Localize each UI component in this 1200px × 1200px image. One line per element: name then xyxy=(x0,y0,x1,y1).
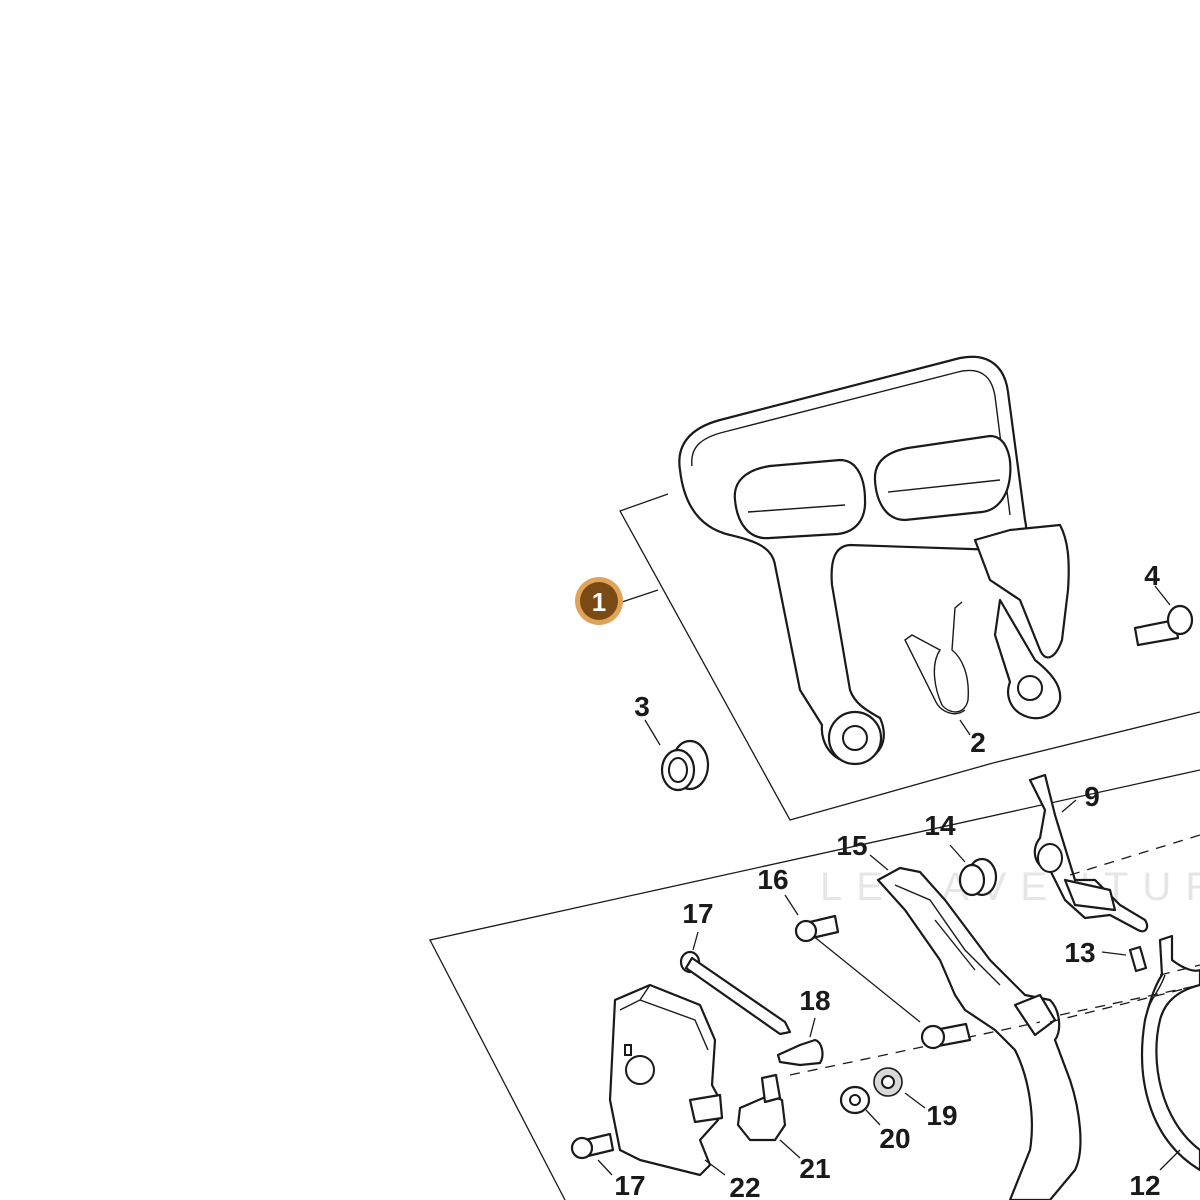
shoulder-bolt-part xyxy=(1133,585,1194,647)
leader-16 xyxy=(811,934,921,1023)
assembly-line-c xyxy=(1049,984,1200,1023)
callout-20[interactable]: 20 xyxy=(879,1123,910,1154)
callout-22[interactable]: 22 xyxy=(729,1172,760,1200)
callout-9[interactable]: 9 xyxy=(1084,781,1100,812)
washer-part xyxy=(949,844,998,897)
callout-17-lower[interactable]: 17 xyxy=(614,1170,645,1200)
assembly-line-a xyxy=(1069,834,1200,876)
group-frame-lower xyxy=(429,711,1200,1200)
callout-19[interactable]: 19 xyxy=(926,1100,957,1131)
long-bolt-part xyxy=(679,931,792,1036)
callout-18[interactable]: 18 xyxy=(799,985,830,1016)
callout-2[interactable]: 2 xyxy=(970,727,986,758)
callout-3[interactable]: 3 xyxy=(634,691,650,722)
screw-arm-part xyxy=(920,1022,972,1050)
callout-12[interactable]: 12 xyxy=(1129,1170,1160,1200)
adjuster-part xyxy=(736,1073,801,1159)
sleeve-part xyxy=(776,1017,824,1067)
brake-arm-part xyxy=(869,854,1082,1200)
nut-part xyxy=(839,1085,881,1126)
screw-16-part xyxy=(784,894,840,943)
brake-lever-part xyxy=(1028,773,1149,933)
pin-part xyxy=(1101,945,1148,973)
assembly-line-e xyxy=(1059,984,1200,1016)
callout-13[interactable]: 13 xyxy=(1064,937,1095,968)
spring-part xyxy=(904,601,969,715)
hand-guard-part xyxy=(678,355,1070,766)
callout-21[interactable]: 21 xyxy=(799,1153,830,1184)
assembly-line-b xyxy=(1159,964,1200,976)
gear-part xyxy=(873,1067,926,1109)
leader-2 xyxy=(959,719,971,736)
brake-band-part xyxy=(1141,934,1200,1172)
callout-4[interactable]: 4 xyxy=(1144,560,1160,591)
callout-1-highlighted[interactable]: 1 xyxy=(575,577,659,625)
callout-14[interactable]: 14 xyxy=(924,810,956,841)
sprocket-cover-part xyxy=(608,983,726,1177)
svg-text:1: 1 xyxy=(592,587,606,617)
assembly-line-d xyxy=(789,1021,1041,1076)
callout-17-upper[interactable]: 17 xyxy=(682,898,713,929)
callout-15[interactable]: 15 xyxy=(836,830,867,861)
watermark: LEGAVENTURA xyxy=(820,865,1200,909)
bushing-part xyxy=(644,719,710,792)
group-frame-upper xyxy=(619,493,994,821)
callout-16[interactable]: 16 xyxy=(757,864,788,895)
screw-17-lower-part xyxy=(570,1132,615,1176)
